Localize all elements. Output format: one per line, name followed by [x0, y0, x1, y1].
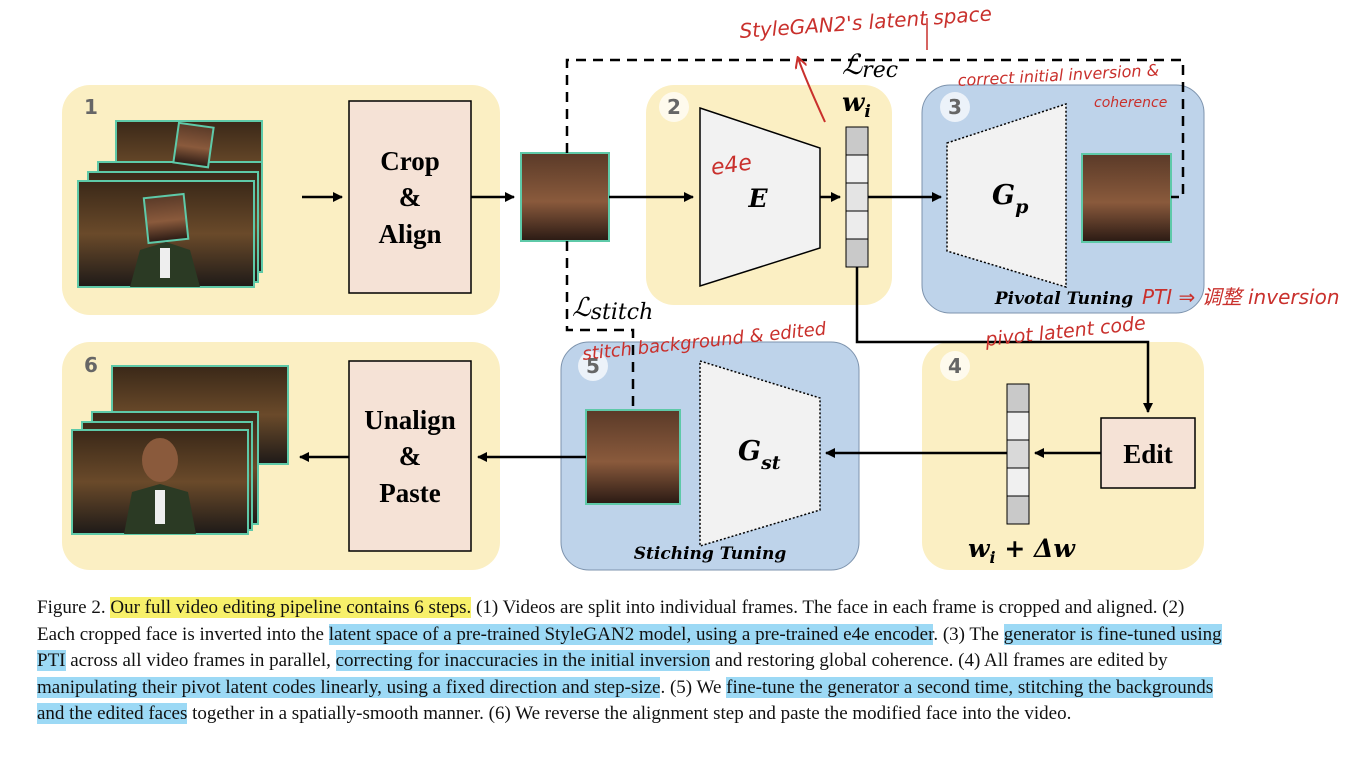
edited-latent-label: wi + Δw: [968, 534, 1076, 567]
step-number-6: 6: [84, 353, 98, 377]
flow-arrows: [299, 192, 1153, 462]
caption-text-2: . (3) The: [933, 623, 1004, 645]
caption-highlight-4: correcting for inaccuracies in the initi…: [335, 650, 711, 671]
loss-stitch-label: ℒstitch: [572, 293, 653, 325]
caption-highlight-1: Our full video editing pipeline contains…: [110, 597, 472, 618]
caption-highlight-5: manipulating their pivot latent codes li…: [37, 676, 661, 698]
step-number-2: 2: [667, 95, 681, 119]
align-label: Align: [378, 219, 441, 249]
cropped-face-image: [520, 152, 610, 242]
caption-figure-label: Figure 2.: [37, 597, 111, 618]
ampersand-label: &: [399, 182, 422, 212]
caption-text-5: . (5) We: [660, 676, 727, 698]
paste-label: Paste: [379, 478, 440, 508]
unalign-paste-box: Unalign & Paste: [348, 360, 472, 552]
crop-align-box: Crop & Align: [348, 100, 472, 294]
wi-label: wi: [842, 88, 871, 122]
edit-box: Edit: [1100, 417, 1196, 489]
output-video-frames: [71, 365, 289, 535]
pivotal-tuning-title: Pivotal Tuning: [994, 289, 1133, 309]
note-latent-space: StyleGAN2's latent space: [739, 1, 993, 43]
caption-highlight-6: fine-tune the generator: [726, 676, 900, 698]
encoder-label: E: [747, 184, 768, 213]
unalign-label: Unalign: [364, 405, 456, 435]
stiching-tuning-title: Stiching Tuning: [634, 544, 787, 564]
note-coherence: coherence: [1094, 95, 1167, 111]
gp-label: Gp: [992, 180, 1029, 218]
caption-text-6: together in a spatially-smooth manner. (…: [187, 703, 1072, 724]
note-arrow: [798, 58, 826, 123]
caption-text-1: (1) Videos are split into individual fra…: [37, 597, 1185, 645]
loss-dashed-lines: [565, 58, 1185, 410]
crop-label: Crop: [380, 146, 440, 176]
gst-label: Gst: [738, 436, 781, 474]
edit-label: Edit: [1123, 439, 1173, 469]
caption-highlight-2: latent space of a pre-trained StyleGAN2 …: [328, 623, 934, 645]
encoder-e: E: [699, 106, 821, 288]
step-number-5: 5: [586, 354, 600, 378]
step-number-1: 1: [84, 95, 98, 119]
note-e4e: e4e: [709, 150, 753, 180]
generator-gst: Gst: [699, 359, 821, 548]
step-number-4: 4: [948, 354, 962, 378]
note-pti: PTI ⇒ 调整 inversion: [1142, 285, 1340, 309]
latent-vector-edited: [1006, 383, 1030, 525]
step-number-3: 3: [948, 95, 962, 119]
loss-rec-label: ℒrec: [842, 48, 898, 83]
gp-output-face: [1081, 153, 1172, 243]
figure-caption: Figure 2. Our full video editing pipelin…: [37, 595, 1227, 728]
stitch-input-face: [585, 409, 681, 505]
pipeline-diagram: 1 2 3 4 5 6 Crop & Align E wi: [62, 1, 1340, 571]
latent-vector-wi: [845, 126, 869, 268]
ampersand-label-2: &: [399, 441, 422, 471]
caption-text-4: and restoring global coherence. (4) All …: [710, 650, 1168, 671]
input-video-frames: [77, 120, 263, 288]
panel-step-4: [922, 342, 1204, 570]
caption-text-3: across all video frames in parallel,: [65, 650, 336, 671]
generator-gp: Gp: [946, 102, 1067, 289]
